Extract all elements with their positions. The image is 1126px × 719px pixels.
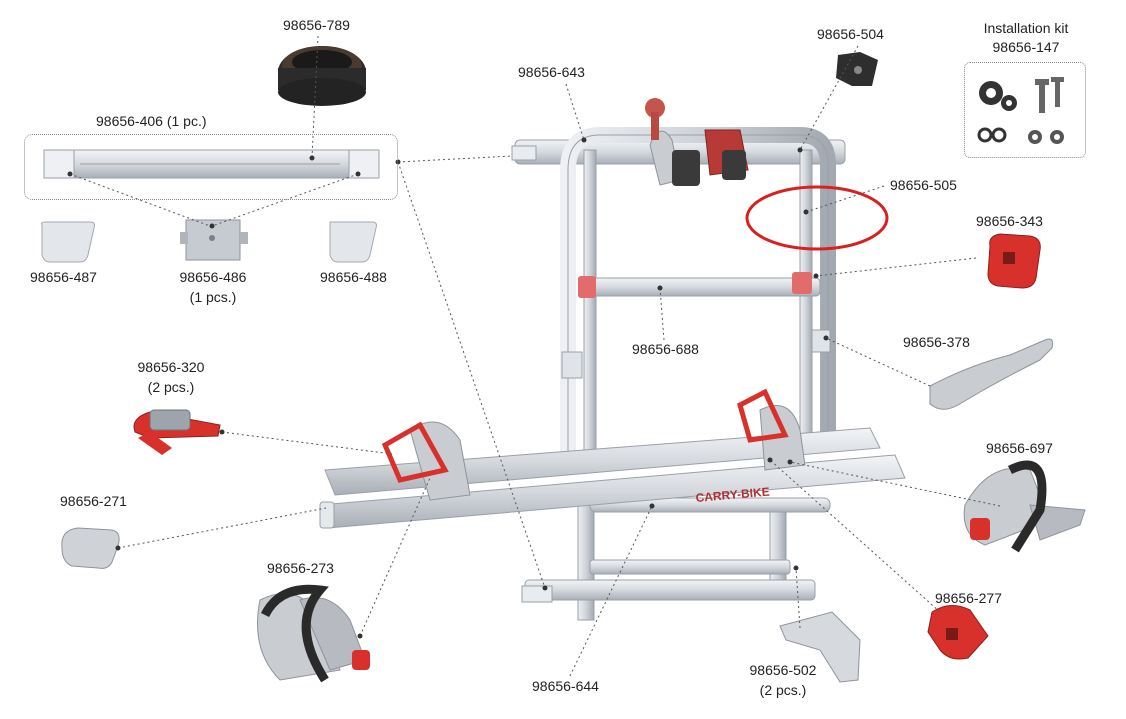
chain-icon [977,127,1007,143]
part-697-wheel-holder [963,460,1086,553]
part-320-strap [133,409,221,455]
brand-text: CARRY-BIKE [695,485,770,505]
label-98656-147: 98656-147 [992,39,1060,55]
screw-icon [1035,77,1064,113]
rail-wheel-holders [381,388,806,501]
gear-icon [979,81,1017,111]
part-378-clamp [929,338,1054,410]
label-98656-502: 98656-502 [749,662,817,678]
label-98656-505: 98656-505 [890,177,957,193]
part-504-bracket [836,52,878,86]
installation-kit-box [964,62,1086,158]
part-277-red-knob [927,605,989,660]
label-98656-406: 98656-406 (1 pc.) [96,113,207,129]
part-486-plate [180,219,248,261]
label-98656-320-qty: (2 pcs.) [147,379,195,395]
label-98656-488: 98656-488 [320,269,387,285]
label-98656-486-qty: (1 pcs.) [189,289,237,305]
label-98656-697: 98656-697 [986,440,1053,456]
part-502-bracket [779,611,861,683]
nut-icon [1028,130,1064,144]
label-98656-644: 98656-644 [532,678,599,694]
label-98656-688: 98656-688 [632,341,699,357]
label-98656-789: 98656-789 [283,17,350,33]
rail-group-box [24,134,398,200]
part-273-wheel-holder [257,584,370,683]
part-488-end-cap [329,221,377,263]
leader-dots [67,137,829,639]
label-98656-487: 98656-487 [30,269,97,285]
highlight-circle [745,185,889,251]
label-98656-343: 98656-343 [976,213,1043,229]
part-406-rail [43,149,380,179]
label-98656-273: 98656-273 [267,560,334,576]
label-98656-320: 98656-320 [137,359,205,375]
label-98656-271: 98656-271 [60,493,127,509]
part-343-red-knob [987,233,1041,289]
label-98656-378: 98656-378 [903,334,970,350]
part-789-rubber-band [278,46,366,106]
label-98656-504: 98656-504 [817,26,884,42]
label-98656-486: 98656-486 [179,269,247,285]
top-holders [645,98,749,186]
label-98656-643: 98656-643 [518,64,585,80]
leader-lines [69,35,1001,677]
part-487-end-cap [41,221,95,263]
frame-assembly [511,127,846,621]
part-271-cap [61,527,120,569]
label-98656-277: 98656-277 [935,590,1002,606]
label-installation-kit: Installation kit [983,20,1069,36]
label-98656-502-qty: (2 pcs.) [759,682,807,698]
